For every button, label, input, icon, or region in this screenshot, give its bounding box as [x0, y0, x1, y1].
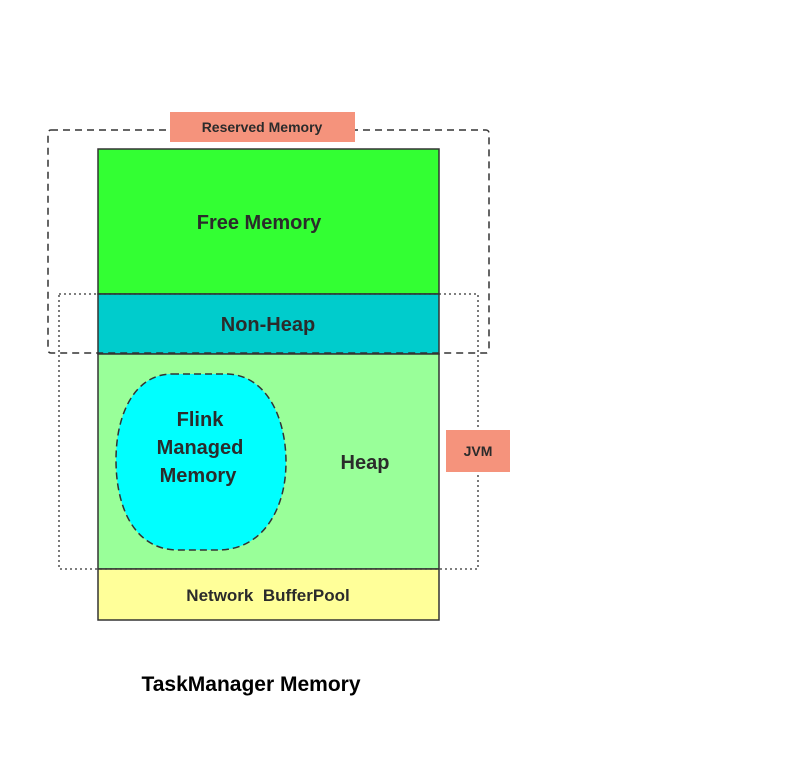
diagram-caption: TaskManager Memory — [141, 673, 360, 696]
flink-managed-memory-label-line2: Managed — [157, 437, 244, 459]
flink-managed-memory-label-line3: Memory — [160, 465, 238, 487]
network-bufferpool-label: Network BufferPool — [186, 586, 349, 605]
non-heap-label: Non-Heap — [221, 314, 315, 336]
jvm-tag — [446, 430, 510, 472]
heap-label: Heap — [341, 452, 390, 474]
flink-managed-memory-label-line1: Flink — [177, 409, 225, 431]
free-memory-label: Free Memory — [197, 212, 322, 234]
reserved-memory-tag — [170, 112, 355, 142]
free-memory-block — [97, 148, 440, 295]
reserved-memory-label: Reserved Memory — [202, 119, 323, 135]
jvm-label: JVM — [464, 443, 493, 459]
non-heap-block — [97, 293, 440, 355]
flink-managed-memory-shape — [115, 373, 287, 551]
network-bufferpool-block — [97, 568, 440, 621]
